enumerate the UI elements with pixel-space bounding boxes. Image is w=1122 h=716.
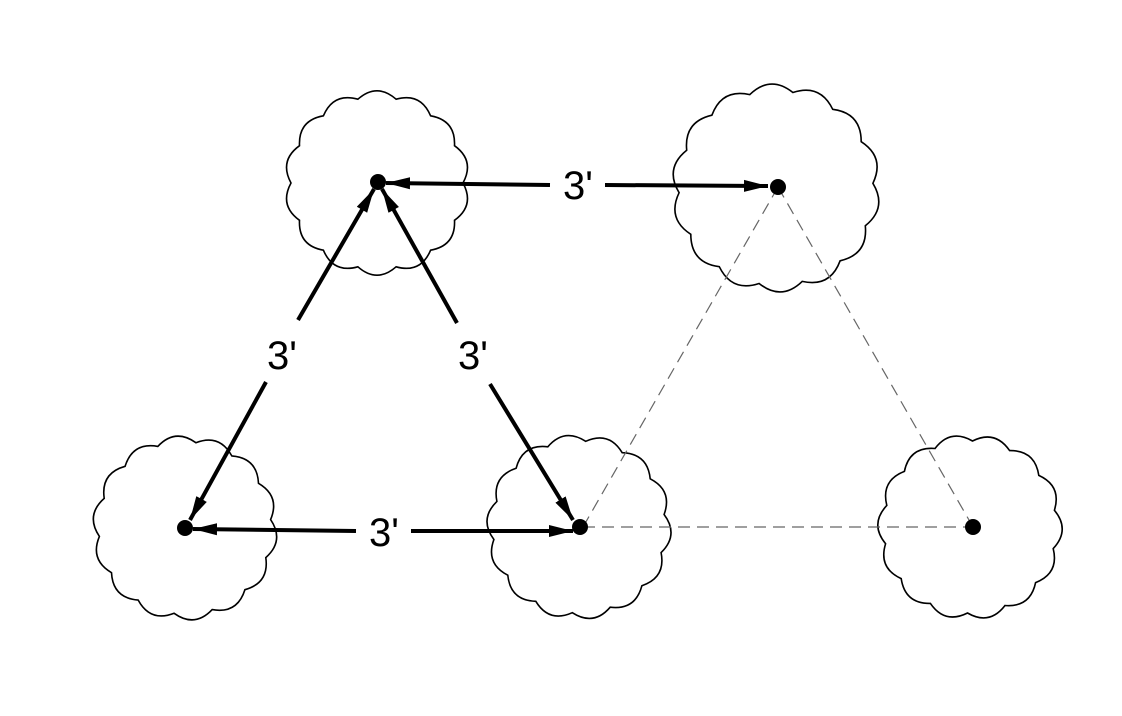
left-arrow-lower-segment — [188, 381, 268, 521]
right-arrow-lower-segment — [488, 382, 575, 522]
guide-line-right — [777, 186, 974, 528]
dimension-arrows — [188, 177, 769, 537]
right-arrow-upper-segment — [380, 188, 459, 324]
plant-center-dots — [177, 174, 981, 536]
plant-bottom-left — [92, 435, 278, 621]
plant-bottom-right — [877, 435, 1063, 619]
guide-lines — [582, 186, 974, 528]
right-spacing-label: 3' — [458, 334, 488, 378]
left-arrow-upper-segment — [296, 187, 376, 322]
plant-center-top-right — [770, 179, 786, 195]
guide-line-left — [582, 186, 779, 528]
plant-center-top-left — [370, 174, 386, 190]
left-spacing-label: 3' — [267, 334, 297, 378]
plant-center-bottom-middle — [572, 519, 588, 535]
top-arrow-left-segment — [385, 177, 551, 190]
plant-center-bottom-left — [177, 520, 193, 536]
plant-bottom-middle — [486, 434, 672, 620]
plant-canopies — [92, 83, 1063, 621]
top-arrow-right-segment — [604, 179, 769, 192]
plant-top-right — [672, 83, 880, 293]
plant-center-bottom-right — [965, 519, 981, 535]
top-spacing-label: 3' — [563, 164, 593, 208]
bottom-spacing-label: 3' — [369, 511, 399, 555]
bottom-arrow-left-segment — [192, 523, 357, 536]
